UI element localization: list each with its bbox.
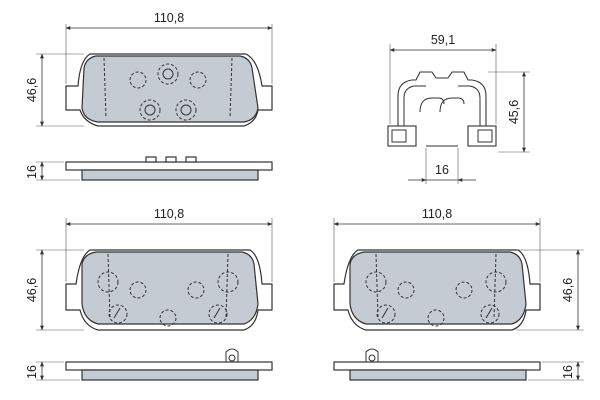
top-pad-side-view <box>36 156 273 181</box>
bottom-right-pad-side-view <box>333 348 584 381</box>
bottom-right-height-label: 46,6 <box>561 278 575 302</box>
bottom-left-pad-front-view <box>36 218 273 331</box>
top-pad-width-label: 110,8 <box>154 11 184 25</box>
clip-thickness-label: 16 <box>435 163 449 177</box>
bottom-right-thickness-label: 16 <box>561 365 575 379</box>
bottom-left-height-label: 46,6 <box>25 278 39 302</box>
top-pad-thickness-label: 16 <box>25 165 39 179</box>
bottom-left-width-label: 110,8 <box>154 207 184 221</box>
bottom-left-pad-side-view <box>36 348 273 381</box>
top-pad-front-view <box>36 24 273 127</box>
top-pad-height-label: 46,6 <box>25 78 39 102</box>
retaining-clip-view <box>387 44 530 184</box>
bottom-left-thickness-label: 16 <box>25 365 39 379</box>
bottom-right-width-label: 110,8 <box>422 207 452 221</box>
clip-height-label: 45,6 <box>507 100 521 124</box>
clip-width-label: 59,1 <box>431 33 455 47</box>
bottom-right-pad-front-view <box>333 218 584 331</box>
